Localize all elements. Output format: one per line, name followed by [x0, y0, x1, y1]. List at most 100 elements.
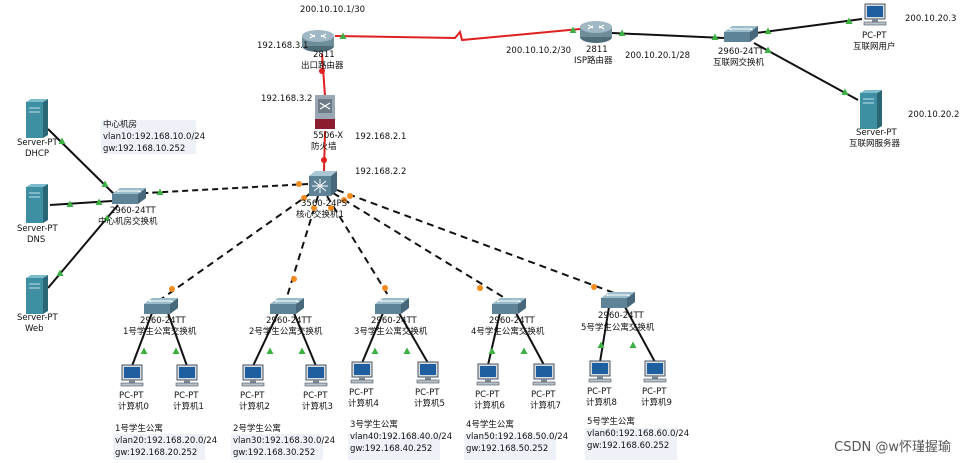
pc-icon[interactable] [643, 360, 667, 383]
switch-icon[interactable] [111, 187, 147, 205]
dorm-3-note: 3号学生公寓 vlan40:192.168.40.0/24 gw:192.168… [350, 419, 452, 455]
core-to-dorm-trunk-4 [332, 192, 509, 301]
pc-7-name-label: 计算机7 [530, 400, 561, 411]
pc-1-name-label: 计算机1 [173, 401, 204, 412]
pc-icon[interactable] [175, 364, 199, 387]
port-status-amber-icon [477, 285, 483, 291]
port-status-up-icon [711, 33, 719, 40]
dorm-5-note-vlan: vlan60:192.168.60.0/24 [587, 429, 690, 439]
port-status-up-icon [403, 347, 411, 354]
dorm-4-note-gw: gw:192.168.50.252 [466, 444, 549, 454]
port-status-down-icon [319, 68, 325, 74]
edge-router-ip-label: 192.168.3.1 [257, 41, 308, 51]
dorm-4-note-vlan: vlan50:192.168.50.0/24 [466, 432, 569, 442]
pc-8-name-label: 计算机8 [586, 397, 617, 408]
port-status-up-icon [618, 29, 626, 36]
switch-icon[interactable] [269, 297, 305, 315]
port-status-up-icon [66, 200, 74, 207]
pc-8-model-label: PC-PT [587, 387, 612, 397]
edge-router-name-label: 出口路由器 [301, 60, 344, 71]
core-to-dorm-trunk-5 [336, 189, 618, 295]
pc-3-name-label: 计算机3 [302, 401, 333, 412]
switch-icon[interactable] [491, 297, 527, 315]
pc-icon[interactable] [304, 364, 328, 387]
switch-icon[interactable] [143, 297, 179, 315]
server-icon[interactable] [25, 98, 49, 139]
pc-access-link-4 [361, 312, 384, 364]
port-status-up-icon [339, 32, 347, 39]
core-switch-name-label: 核心交换机1 [296, 209, 344, 220]
pc-6-name-label: 计算机6 [474, 400, 505, 411]
internet-server-ip-label: 200.10.20.2 [908, 110, 959, 120]
port-status-up-icon [58, 137, 66, 144]
router-icon[interactable] [579, 20, 613, 44]
pc-icon[interactable] [120, 364, 144, 387]
pc-icon[interactable] [863, 3, 887, 26]
port-status-amber-icon [301, 195, 307, 201]
internet-user-model-label: PC-PT [862, 31, 887, 41]
firewall-icon[interactable] [314, 94, 336, 130]
dorm-2-note: 2号学生公寓 vlan30:192.168.30.0/24 gw:192.168… [233, 423, 335, 459]
firewall-core-link [323, 130, 326, 172]
pc-icon[interactable] [532, 363, 556, 386]
pc-icon[interactable] [476, 363, 500, 386]
pc-access-link-2 [252, 312, 279, 367]
pc-icon[interactable] [350, 361, 374, 384]
dorm-switch-2-model-label: 2960-24TT [266, 316, 313, 326]
pc-icon[interactable] [416, 361, 440, 384]
switch-icon[interactable] [723, 25, 759, 43]
server-icon[interactable] [859, 89, 883, 130]
server-icon[interactable] [25, 183, 49, 224]
port-status-up-icon [569, 26, 577, 33]
switch-to-internet-server-link [753, 42, 859, 101]
pc-1-model-label: PC-PT [174, 391, 199, 401]
port-status-up-icon [298, 347, 306, 354]
port-status-up-icon [266, 347, 274, 354]
dhcp-server-model-label: Server-PT [17, 138, 59, 148]
port-status-up-icon [845, 17, 853, 24]
web-server-name-label: Web [25, 324, 44, 334]
datacenter-note-gw: gw:192.168.10.252 [103, 144, 186, 154]
pc-4-name-label: 计算机4 [348, 398, 379, 409]
dorm-3-note-gw: gw:192.168.40.252 [350, 444, 433, 454]
pc-0-model-label: PC-PT [119, 391, 144, 401]
wan-serial-link [334, 28, 581, 42]
dorm-switch-2-name-label: 2号学生公寓交换机 [249, 326, 323, 337]
router-firewall-link [321, 53, 326, 97]
pc-icon[interactable] [588, 360, 612, 383]
isp-router-ip-left-label: 200.10.10.2/30 [506, 46, 571, 56]
core-to-dorm-trunk-3 [326, 195, 392, 301]
dc-switch-model-label: 2960-24TT [110, 206, 157, 216]
port-status-up-icon [140, 347, 148, 354]
pc-0-name-label: 计算机0 [118, 401, 149, 412]
datacenter-note-title: 中心机房 [103, 120, 138, 130]
port-status-down-icon [321, 157, 327, 163]
dorm-2-note-background [231, 434, 323, 460]
core-to-dorm-trunk-1 [159, 192, 312, 301]
server-icon[interactable] [25, 274, 49, 315]
pc-access-link-8 [599, 306, 610, 363]
firewall-model-label: 5506-X [313, 131, 343, 141]
dorm-1-note-vlan: vlan20:192.168.20.0/24 [115, 436, 218, 446]
dorm-switch-4-model-label: 2960-24TT [489, 316, 536, 326]
dorm-switch-4-name-label: 4号学生公寓交换机 [471, 326, 545, 337]
port-status-up-icon [172, 347, 180, 354]
pc-icon[interactable] [241, 364, 265, 387]
switch-icon[interactable] [374, 297, 410, 315]
dorm-switch-1-name-label: 1号学生公寓交换机 [123, 326, 197, 337]
isp-router-ip-right-label: 200.10.20.1/28 [625, 51, 690, 61]
dorm-5-note-background [585, 428, 677, 460]
multilayer-switch-icon[interactable] [308, 170, 338, 197]
dorm-3-note-vlan: vlan40:192.168.40.0/24 [350, 432, 453, 442]
isp-router-model-label: 2811 [586, 45, 608, 55]
core-to-dorm-trunk-2 [285, 195, 319, 301]
switch-icon[interactable] [600, 291, 636, 309]
port-status-up-icon [520, 347, 528, 354]
switch-to-internet-user-link [755, 18, 863, 34]
core-to-datacenter-trunk [145, 183, 309, 194]
dorm-1-note: 1号学生公寓 vlan20:192.168.20.0/24 gw:192.168… [115, 423, 217, 459]
core-switch-ip-label: 192.168.2.2 [355, 167, 406, 177]
dorm-4-note-background [464, 434, 556, 460]
dorm-4-note-title: 4号学生公寓 [466, 420, 514, 430]
